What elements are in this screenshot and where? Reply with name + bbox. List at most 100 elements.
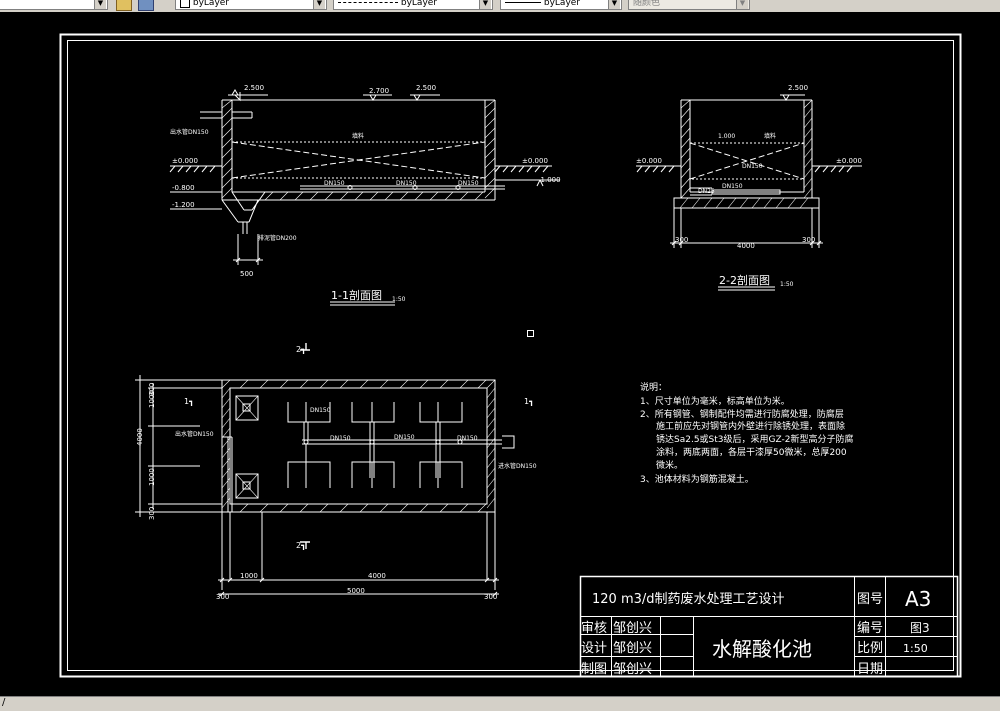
design-name: 邹创兴 — [613, 640, 652, 656]
status-bar: / — [0, 696, 1000, 711]
chevron-down-icon[interactable]: ▼ — [608, 0, 620, 9]
elev-label: ±0.000 — [636, 157, 662, 165]
previous-combo[interactable]: ▼ — [0, 0, 108, 10]
dim-label: 300 — [675, 236, 688, 244]
elev-label: -1.000 — [538, 176, 561, 184]
elev-label: -0.800 — [172, 184, 195, 192]
grip-marker[interactable] — [527, 330, 534, 337]
pipe-label: DN150 — [310, 407, 331, 414]
dim-label: 300 — [148, 507, 156, 520]
dim-label: 4000 — [737, 242, 755, 250]
note-line: 微米。 — [656, 459, 683, 471]
dim-label: 300 — [216, 593, 229, 601]
note-line: 1、尺寸单位为毫米，标高单位为米。 — [640, 395, 790, 407]
elev-label: -1.200 — [172, 201, 195, 209]
code-value: 图3 — [910, 621, 930, 635]
review-label: 审核 — [581, 621, 607, 636]
title-block — [579, 575, 959, 678]
plan-view-labels: 2┓ 2┓ 1┓ 1┓ 300 1000 4000 1000 300 出水管DN… — [136, 345, 537, 601]
draw-label: 制图 — [581, 662, 607, 677]
sheet-border — [59, 33, 962, 678]
dim-label: 500 — [240, 270, 253, 278]
section-mark: 1┓ — [184, 397, 194, 407]
properties-toolbar: ▼ byLayer ▼ byLayer ▼ byLayer ▼ 随颜色 ▼ — [0, 0, 1000, 13]
chevron-down-icon[interactable]: ▼ — [736, 0, 748, 9]
linetype-combo[interactable]: byLayer ▼ — [333, 0, 493, 10]
pipe-label: DN150 — [330, 435, 351, 442]
elev-label: 1.000 — [718, 133, 735, 140]
note-line: 施工前应先对钢管内外壁进行除锈处理，表面除 — [656, 420, 845, 432]
pipe-label: DN150 — [394, 434, 415, 441]
plan-view — [135, 343, 515, 597]
elev-label: 2.500 — [416, 84, 436, 92]
pipe-label: 出水管DN150 — [170, 128, 209, 136]
design-label: 设计 — [581, 641, 607, 656]
section-title: 1-1剖面图 — [331, 288, 382, 302]
drawing-no-value: A3 — [905, 587, 931, 611]
elev-label: ±0.000 — [522, 157, 548, 165]
dim-label: 300 — [484, 593, 497, 601]
note-line: 涂料，两底两面，各层干漆厚50微米，总厚200 — [656, 446, 847, 458]
note-line: 锈达Sa2.5或St3级后，采用GZ-2新型高分子防腐 — [656, 433, 853, 445]
date-label: 日期 — [857, 662, 883, 677]
section-1-1 — [169, 89, 560, 306]
pipe-label: DN150 — [457, 435, 478, 442]
review-name: 邹创兴 — [613, 620, 652, 636]
section-2-2-labels: 2.500 1.000 填料 DN150 DN150 DN25 ±0.000 ±… — [636, 84, 862, 288]
lineweight-preview-icon — [505, 2, 541, 3]
lineweight-combo-value: byLayer — [543, 0, 581, 8]
layer-icon[interactable] — [116, 0, 132, 11]
elev-label: ±0.000 — [172, 157, 198, 165]
chevron-down-icon[interactable]: ▼ — [479, 0, 491, 9]
color-combo[interactable]: byLayer ▼ — [175, 0, 327, 10]
dim-label: 1000 — [148, 468, 156, 486]
elev-label: 2.500 — [788, 84, 808, 92]
section-mark: 1┓ — [524, 397, 534, 407]
draw-name: 邹创兴 — [613, 661, 652, 677]
drawing-canvas[interactable]: 2.500 2.700 2.500 出水管DN150 填料 ±0.000 -0.… — [0, 12, 1000, 696]
project-title: 120 m3/d制药废水处理工艺设计 — [592, 591, 785, 607]
section-mark: 2┓ — [296, 541, 306, 551]
drawing-name: 水解酸化池 — [712, 637, 812, 661]
notes-heading: 说明： — [640, 381, 667, 393]
dim-label: 5000 — [347, 587, 365, 595]
chevron-down-icon[interactable]: ▼ — [313, 0, 325, 9]
plotstyle-combo[interactable]: 随颜色 ▼ — [628, 0, 750, 10]
title-block-text: 120 m3/d制药废水处理工艺设计 图号 A3 审核 邹创兴 设计 邹创兴 制… — [581, 587, 931, 677]
pipe-label: DN150 — [742, 163, 763, 170]
filler-label: 填料 — [764, 132, 776, 140]
color-combo-value: byLayer — [192, 0, 230, 8]
section-title: 2-2剖面图 — [719, 273, 770, 287]
scale-value: 1:50 — [903, 642, 928, 655]
color-swatch-icon — [180, 0, 190, 8]
pipe-label: 出水管DN150 — [175, 430, 214, 438]
filler-label: 填料 — [352, 132, 364, 140]
drawing-no-label: 图号 — [857, 592, 883, 607]
dim-label: 300 — [148, 383, 156, 396]
section-scale: 1:50 — [392, 296, 406, 303]
section-1-1-labels: 2.500 2.700 2.500 出水管DN150 填料 ±0.000 -0.… — [170, 84, 561, 303]
elev-label: 2.500 — [244, 84, 264, 92]
dim-label: 1000 — [240, 572, 258, 580]
elev-label: ±0.000 — [836, 157, 862, 165]
layer-stack-icon[interactable] — [138, 0, 154, 11]
section-mark: 2┓ — [296, 345, 306, 355]
section-scale: 1:50 — [780, 281, 794, 288]
cad-drawing[interactable]: 2.500 2.700 2.500 出水管DN150 填料 ±0.000 -0.… — [0, 12, 1000, 696]
dim-label: 4000 — [136, 428, 144, 446]
note-line: 2、所有钢管、钢制配件均需进行防腐处理，防腐层 — [640, 408, 844, 420]
chevron-down-icon[interactable]: ▼ — [94, 0, 106, 9]
dim-label: 300 — [802, 236, 815, 244]
lineweight-combo[interactable]: byLayer ▼ — [500, 0, 622, 10]
scale-label: 比例 — [857, 641, 883, 656]
cursor-icon: / — [2, 697, 6, 708]
pipe-label: DN150 — [458, 180, 479, 187]
inner-border — [67, 40, 954, 671]
notes: 说明： 1、尺寸单位为毫米，标高单位为米。 2、所有钢管、钢制配件均需进行防腐处… — [640, 381, 853, 485]
dim-label: 4000 — [368, 572, 386, 580]
pipe-label: 排泥管DN200 — [258, 234, 297, 242]
linetype-combo-value: byLayer — [400, 0, 438, 8]
dim-label: 1000 — [148, 390, 156, 408]
pipe-label: DN150 — [324, 180, 345, 187]
pipe-label: DN25 — [698, 188, 715, 195]
